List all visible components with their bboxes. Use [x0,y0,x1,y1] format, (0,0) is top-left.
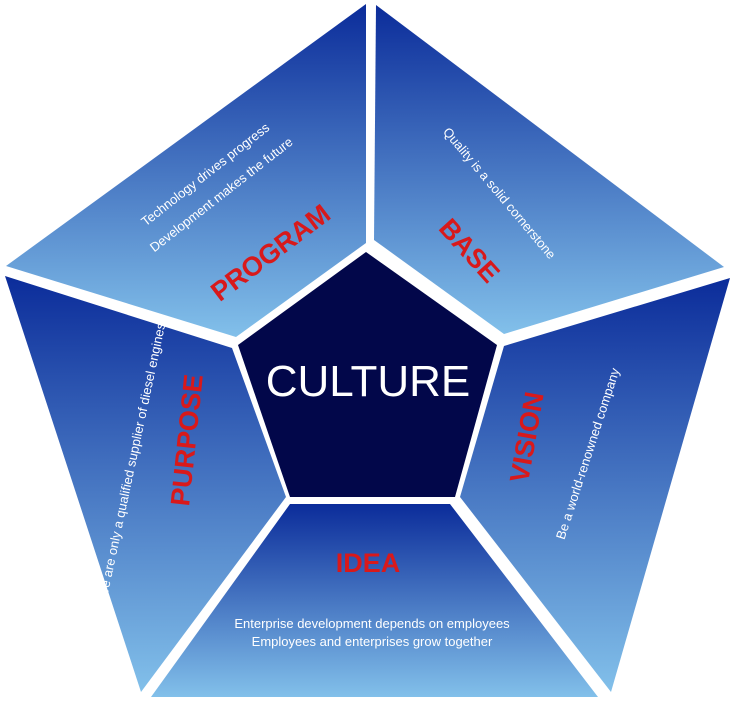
segment-idea [151,504,598,697]
segment-base [374,5,724,334]
segment-program [6,4,366,337]
idea-title: IDEA [336,548,401,578]
center-pentagon [238,252,497,497]
segment-purpose [5,276,286,692]
center-label: CULTURE [266,357,471,406]
segment-vision [460,278,730,692]
idea-line-2: Employees and enterprises grow together [252,634,493,649]
idea-line-1: Enterprise development depends on employ… [234,616,510,631]
